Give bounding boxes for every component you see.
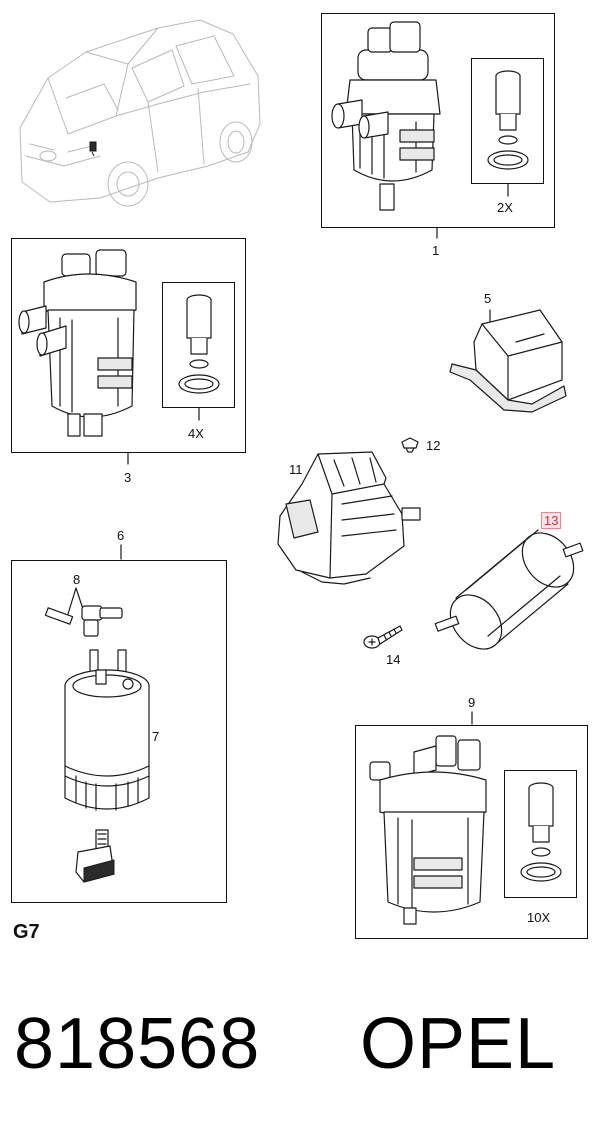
callout-2x[interactable]: 2X <box>497 200 513 215</box>
filter-housing-cover-drawing-11 <box>277 451 421 585</box>
callout-11[interactable]: 11 <box>289 462 303 477</box>
callout-3[interactable]: 3 <box>124 470 132 485</box>
callout-4x[interactable]: 4X <box>188 426 204 441</box>
drain-screw-drawing-4x <box>178 294 220 394</box>
fuel-filter-cartridge-drawing-7 <box>64 649 150 883</box>
callout-1[interactable]: 1 <box>432 243 440 258</box>
filter-cover-drawing-5 <box>449 309 567 413</box>
screw-drawing-14 <box>363 625 403 649</box>
callout-14[interactable]: 14 <box>386 652 401 667</box>
fuel-filter-assembly-drawing <box>331 21 441 211</box>
callout-10x[interactable]: 10X <box>527 910 551 925</box>
connector-drawing-8 <box>44 587 123 637</box>
filter-housing-drawing-3 <box>18 249 137 437</box>
callout-9[interactable]: 9 <box>468 695 476 710</box>
brand-name: OPEL <box>360 1004 557 1084</box>
clip-drawing-12 <box>401 437 419 453</box>
car-overview-illustration <box>19 19 261 207</box>
part-number: 818568 <box>14 1004 261 1084</box>
filter-assembly-drawing-9 <box>369 735 487 925</box>
inline-fuel-filter-drawing-13 <box>434 529 584 650</box>
drain-screw-drawing-10x <box>520 782 562 882</box>
callout-6[interactable]: 6 <box>117 528 125 543</box>
section-tag: G7 <box>13 921 40 943</box>
callout-5[interactable]: 5 <box>484 291 492 306</box>
callout-8[interactable]: 8 <box>73 572 81 587</box>
callout-13[interactable]: 13 <box>541 512 562 529</box>
callout-12[interactable]: 12 <box>426 438 441 453</box>
drain-screw-drawing-2x <box>487 70 529 170</box>
callout-7[interactable]: 7 <box>152 729 160 744</box>
